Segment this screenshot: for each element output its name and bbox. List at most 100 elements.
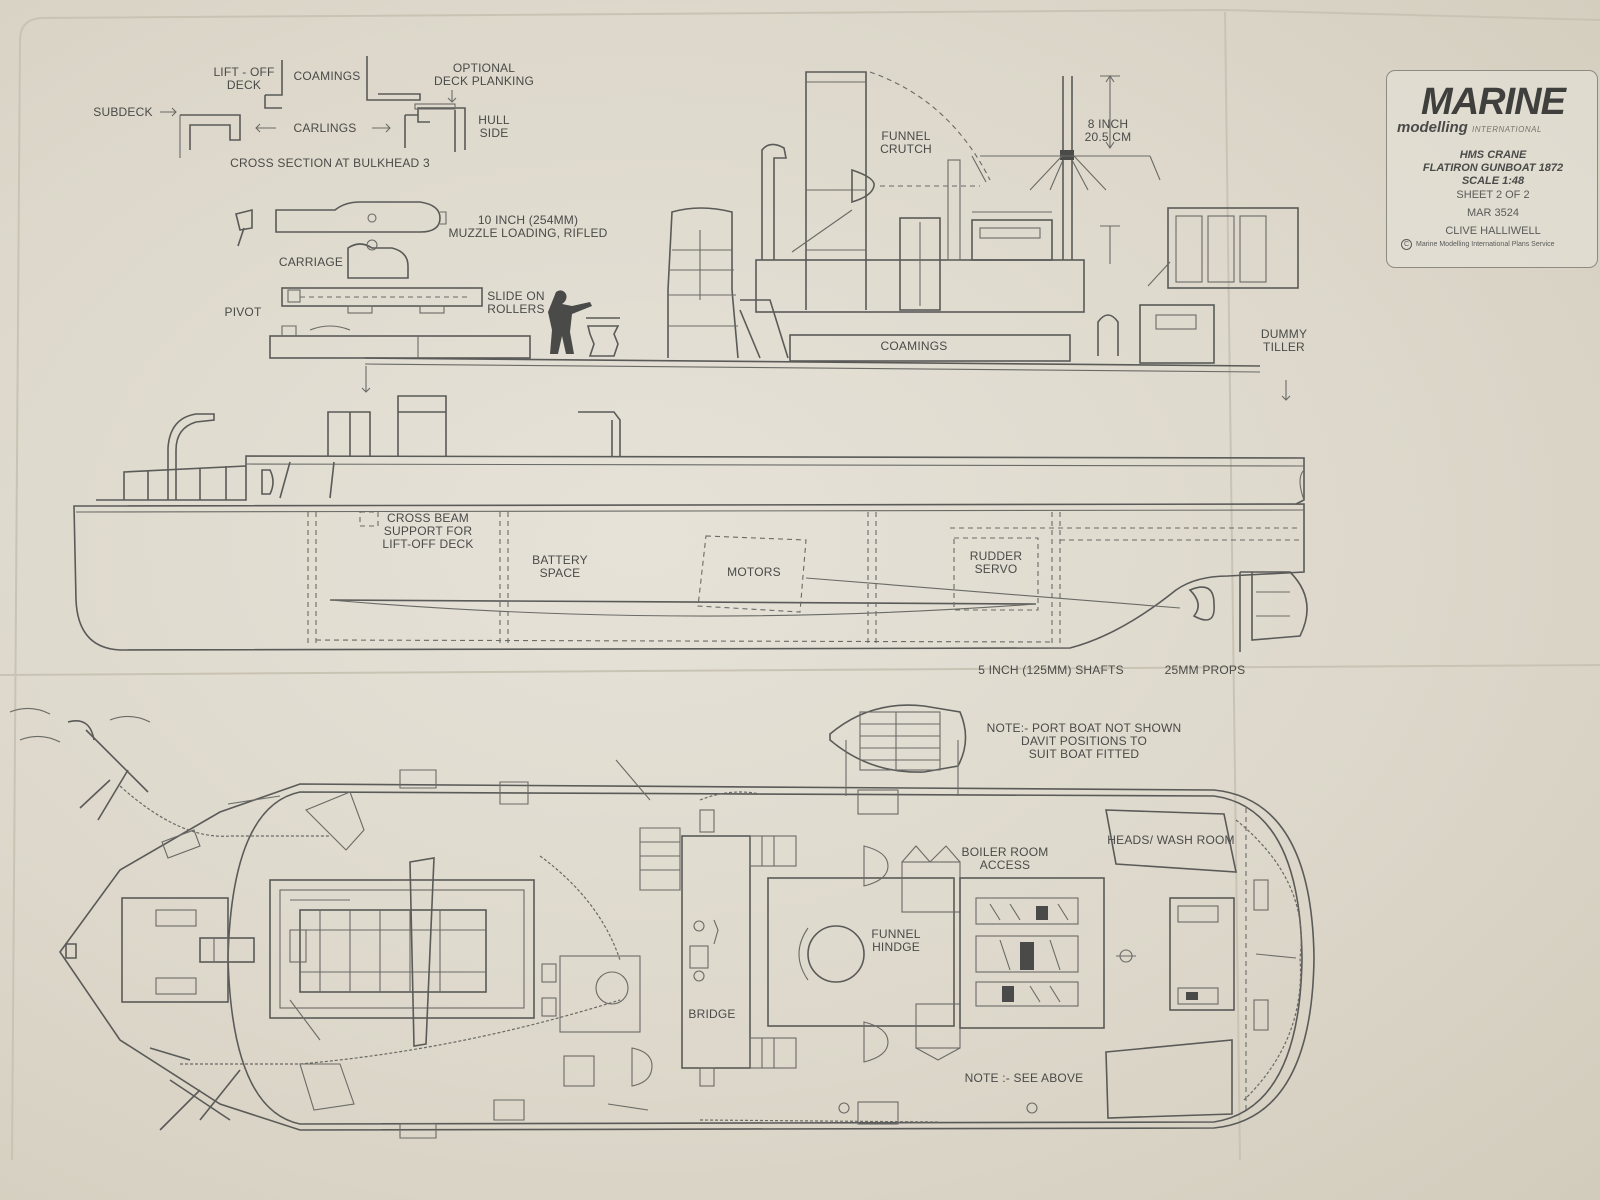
- copyright-text: Marine Modelling International Plans Ser…: [1416, 241, 1555, 248]
- funnel-swing-arc: [869, 71, 991, 181]
- capstan-elevation: [1097, 314, 1119, 356]
- label-cross-beam: CROSS BEAM SUPPORT FOR LIFT-OFF DECK: [382, 511, 474, 551]
- sheet-top-edge: [19, 8, 1600, 41]
- gun-platform: [269, 335, 531, 359]
- subdeck-section: [180, 114, 241, 150]
- scale-figure: [548, 290, 592, 354]
- model-name: HMS CRANE: [1459, 149, 1527, 161]
- gun-barrel: [275, 201, 441, 233]
- label-heads-washroom: HEADS/ WASH ROOM: [1107, 833, 1235, 847]
- sheet-number: SHEET 2 OF 2: [1456, 189, 1530, 201]
- label-carriage: CARRIAGE: [278, 255, 344, 269]
- small-vent: [578, 411, 621, 456]
- aft-deckhouse: [1139, 304, 1215, 364]
- label-funnel-hinge: FUNNEL HINDGE: [871, 927, 921, 954]
- capstan-plinth: [559, 955, 641, 1033]
- deckhouse-riser: [397, 395, 447, 456]
- label-funnel-crutch: FUNNEL CRUTCH: [880, 129, 932, 156]
- deckhouse-door: [899, 217, 941, 311]
- copyright-icon: C: [1401, 239, 1412, 250]
- cross-section-detail: [160, 56, 466, 158]
- label-dummy-tiller: DUMMY TILLER: [1260, 327, 1308, 354]
- note-port-boat: NOTE:- PORT BOAT NOT SHOWN DAVIT POSITIO…: [986, 721, 1182, 761]
- funnel-plan: [807, 925, 865, 983]
- model-description: FLATIRON GUNBOAT 1872: [1422, 162, 1564, 174]
- label-battery-space: BATTERY SPACE: [532, 553, 588, 580]
- companion-stair: [739, 299, 789, 359]
- funnel-crutch-fitting: [851, 168, 875, 204]
- label-pivot: PIVOT: [224, 305, 262, 319]
- note-see-above: NOTE :- SEE ABOVE: [964, 1071, 1084, 1085]
- lift-off-deck-section: [264, 60, 283, 109]
- plan-number: MAR 3524: [1467, 207, 1519, 219]
- main-deck-line: [364, 357, 1261, 367]
- rudder: [1239, 571, 1308, 652]
- deck-margin: [227, 791, 1303, 1125]
- label-slide-on-rollers: SLIDE ON ROLLERS: [487, 289, 545, 316]
- deck-outline: [59, 783, 1315, 1131]
- ventilator: [761, 143, 787, 260]
- label-shafts: 5 INCH (125MM) SHAFTS: [978, 663, 1124, 677]
- rudder-servo-box: [953, 537, 1039, 611]
- label-subdeck: SUBDECK: [93, 105, 153, 119]
- deck-fittings-elevation: [269, 71, 1299, 401]
- hull-profile: [73, 395, 1308, 652]
- label-hull-side: HULL SIDE: [478, 113, 510, 140]
- label-gun-description: 10 INCH (254MM) MUZZLE LOADING, RIFLED: [448, 213, 608, 240]
- label-cross-section: CROSS SECTION AT BULKHEAD 3: [230, 156, 430, 170]
- label-props: 25MM PROPS: [1164, 663, 1246, 677]
- hatch-riser: [327, 411, 371, 456]
- ship-boat: [829, 704, 967, 773]
- label-motors: MOTORS: [727, 565, 781, 579]
- motors-box: [697, 535, 807, 613]
- bollard: [586, 317, 620, 357]
- coamings-elevation: [789, 334, 1071, 362]
- designer-name: CLIVE HALLIWELL: [1445, 225, 1541, 237]
- deck-plan: [9, 704, 1315, 1139]
- bulwark: [96, 455, 1305, 505]
- fold-crease-horizontal: [0, 664, 1600, 676]
- aft-deckhouse-plan: [1169, 897, 1235, 1011]
- capstan-plan: [595, 971, 629, 1005]
- fold-crease-vertical: [1224, 11, 1241, 1161]
- bridge-plan: [681, 835, 751, 1069]
- label-rudder-servo: RUDDER SERVO: [969, 549, 1023, 576]
- hull-outline: [73, 503, 1305, 651]
- bridge-ladder: [639, 827, 681, 891]
- hull-side-section: [404, 107, 466, 152]
- label-optional-planking: OPTIONAL DECK PLANKING: [434, 61, 534, 88]
- mast-dimension: [1100, 75, 1120, 149]
- label-coamings-main: COAMINGS: [880, 339, 948, 353]
- heads-washroom: [1105, 809, 1237, 873]
- brand-logo: MARINE: [1421, 81, 1566, 123]
- aft-chain: [1235, 819, 1302, 1101]
- brand-subtitle-main: modelling: [1397, 119, 1468, 136]
- prop-shaft: [805, 577, 1181, 609]
- forecastle-hatch: [121, 897, 229, 1003]
- label-lift-off-deck: LIFT - OFF DECK: [213, 65, 275, 92]
- aft-cabin-plan: [1105, 1039, 1233, 1119]
- title-block: MARINE modelling INTERNATIONAL HMS CRANE…: [1386, 70, 1598, 268]
- gun-carriage: [347, 243, 409, 279]
- forward-hatch-plan: [305, 791, 365, 851]
- keel-line: [329, 599, 1037, 605]
- label-mast-height: 8 INCH 20.5 CM: [1084, 117, 1132, 144]
- bow-ventilator: [167, 413, 215, 500]
- brand-subtitle-extra: INTERNATIONAL: [1472, 125, 1542, 134]
- brand-subtitle: modelling INTERNATIONAL: [1397, 119, 1591, 136]
- gun-slide: [281, 287, 483, 307]
- gun-barrel-plan: [409, 857, 435, 1047]
- bridge-elevation: [971, 219, 1053, 261]
- gun-sight: [235, 208, 253, 247]
- plan-scale: SCALE 1:48: [1461, 175, 1525, 187]
- anchor-starboard: [67, 720, 149, 821]
- gun-detail: [235, 201, 483, 314]
- anchor-chain-fwd: [119, 785, 330, 837]
- coaming-section: [366, 56, 421, 101]
- funnel-casing-plan: [767, 877, 955, 1027]
- hatch-ladder: [667, 207, 739, 359]
- aft-doors: [1167, 207, 1299, 289]
- propeller: [1188, 586, 1215, 621]
